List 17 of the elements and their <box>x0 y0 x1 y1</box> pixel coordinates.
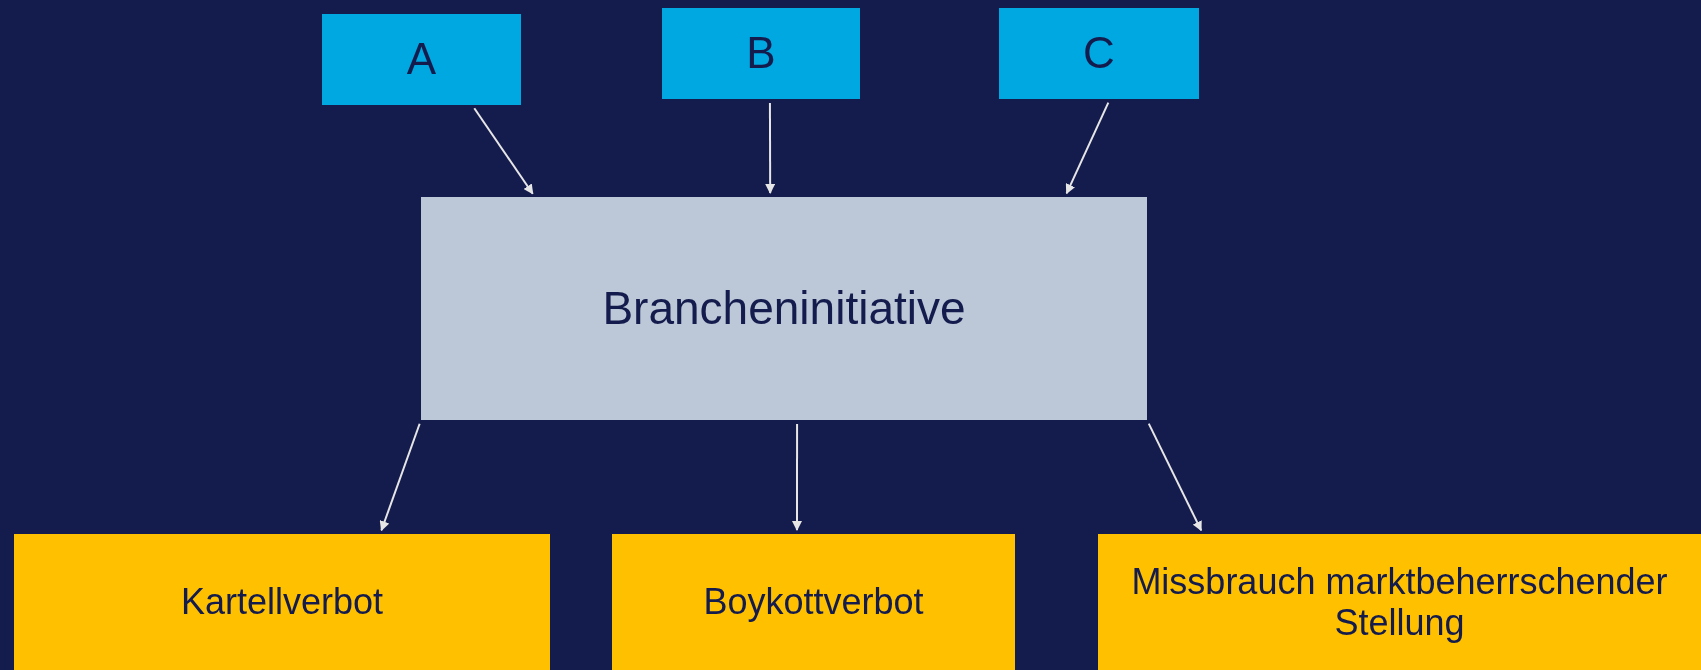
arrow <box>473 107 534 195</box>
arrow <box>1147 422 1203 532</box>
label-box <box>322 14 521 105</box>
label-box <box>662 8 860 99</box>
box-label: C <box>1083 28 1115 79</box>
label-box <box>999 8 1199 99</box>
box-label: Boykottverbot <box>703 581 924 623</box>
process-box <box>421 197 1147 420</box>
arrow <box>1065 101 1110 195</box>
arrow <box>792 423 802 531</box>
box-label: A <box>406 34 437 85</box>
box-label: Brancheninitiative <box>602 282 966 335</box>
arrow <box>765 102 776 194</box>
box-label: Missbrauch marktbeherrschender Stellung <box>1130 560 1669 644</box>
box-label: Kartellverbot <box>180 581 384 623</box>
box-label: B <box>746 28 776 79</box>
arrow <box>379 422 421 532</box>
